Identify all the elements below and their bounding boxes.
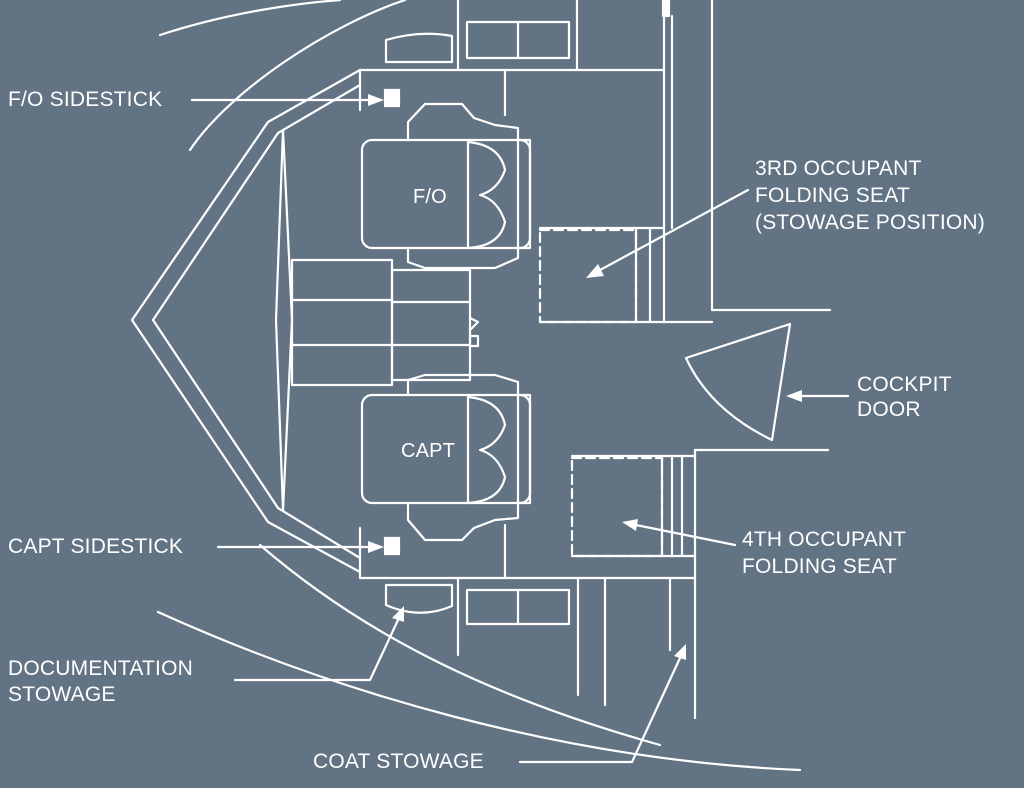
instrument-panel-inner [151,83,362,560]
fuselage-inner-line [188,0,407,152]
label-cockpit-door-line1: COCKPIT [857,373,952,396]
fo-doc-stowage [384,32,454,64]
cockpit-door [684,322,792,442]
label-third-occupant-line1: 3RD OCCUPANT [755,157,922,180]
fo-side-console [358,68,507,117]
pedestal [290,258,394,387]
label-capt-sidestick: CAPT SIDESTICK [8,535,184,558]
fo-rear-marker [661,0,671,18]
label-fourth-occupant-line2: FOLDING SEAT [742,555,897,578]
center-console-spine [281,128,294,512]
label-capt-seat: CAPT [401,440,456,462]
third-occupant-seat [538,228,638,324]
pedestal-knob [468,316,480,332]
capt-seat [360,373,532,542]
label-cockpit-door-line2: DOOR [857,398,921,421]
label-third-occupant-line2: FOLDING SEAT [755,184,910,207]
instrument-panel-outer [130,68,362,574]
label-fourth-occupant-line1: 4TH OCCUPANT [742,528,907,551]
center-console-spine-2 [274,128,285,512]
label-documentation-stowage-line2: STOWAGE [8,683,116,706]
fo-sidestick [383,88,401,108]
fuselage-outer-line [158,0,342,37]
fuselage-lower-inner-line [258,543,662,747]
pedestal-knob-2 [468,334,480,348]
fo-seat [360,102,532,270]
label-coat-stowage: COAT STOWAGE [313,750,484,773]
label-fo-sidestick: F/O SIDESTICK [8,88,163,111]
fourth-occupant-seat [570,456,664,558]
label-fo-seat: F/O [413,186,447,208]
label-third-occupant-line3: (STOWAGE POSITION) [755,211,985,234]
capt-doc-stowage [384,583,454,614]
center-pedestal [390,268,472,382]
capt-sidestick [383,536,401,556]
leader-lines [190,94,850,764]
fuselage-lower-line [156,610,802,772]
label-documentation-stowage-line1: DOCUMENTATION [8,657,193,680]
capt-side-console [358,523,507,580]
